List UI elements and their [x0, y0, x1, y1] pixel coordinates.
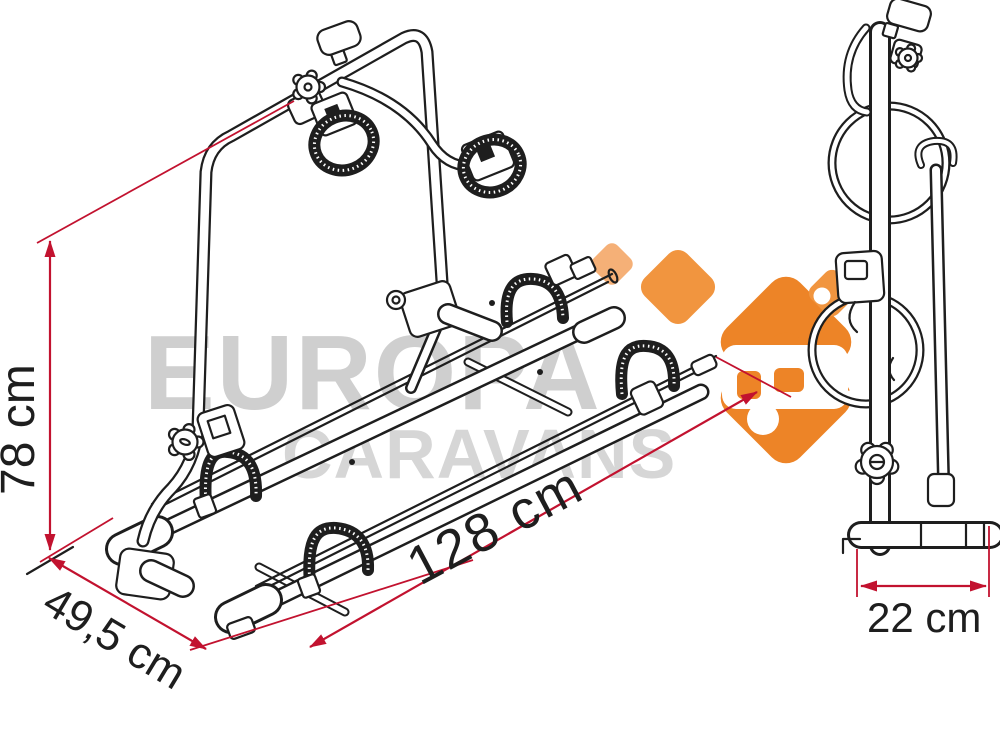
dimension-label-height: 78 cm [0, 364, 45, 495]
leader-length-rail-tip [715, 356, 792, 398]
dimension-78cm: 78 cm [0, 240, 56, 551]
star-knob-crossbar [292, 69, 327, 105]
leader-height-top [36, 100, 295, 244]
star-knob-side-top [894, 43, 924, 73]
base-l-bracket [841, 537, 862, 555]
logo-hitch-dot [813, 287, 831, 305]
dimension-label-width: 22 cm [867, 594, 981, 641]
t-knob [316, 20, 362, 67]
star-knob-side-lower [854, 441, 900, 486]
dimension-22cm: 22 cm [860, 580, 987, 641]
side-view-drawing [807, 0, 990, 555]
star-knob-leg [167, 423, 205, 461]
